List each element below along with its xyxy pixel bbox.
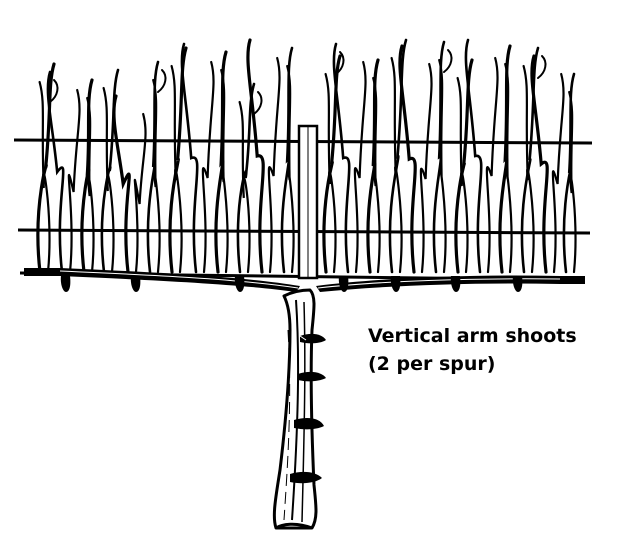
shoot xyxy=(180,42,199,274)
shoot xyxy=(568,90,577,274)
shoot xyxy=(46,70,65,274)
shoot xyxy=(464,38,483,274)
shoot xyxy=(80,78,94,274)
spur xyxy=(234,276,245,292)
shoot xyxy=(38,80,51,274)
cordon-spurs xyxy=(60,276,523,292)
vine-trunk xyxy=(272,288,326,530)
shoot xyxy=(86,96,95,274)
shoot xyxy=(201,60,215,274)
shoot xyxy=(438,58,447,274)
shoot xyxy=(485,56,499,274)
shoot xyxy=(456,76,469,274)
shoot xyxy=(267,56,281,274)
trunk-base xyxy=(275,522,313,530)
shoot xyxy=(520,46,540,274)
shoot xyxy=(551,72,565,274)
shoot-caption: Vertical arm shoots (2 per spur) xyxy=(368,322,630,378)
shoot xyxy=(100,68,120,274)
caption-line-1: Vertical arm shoots xyxy=(368,325,577,347)
shoot xyxy=(112,94,131,274)
shoot xyxy=(398,44,417,274)
tendril xyxy=(537,55,547,79)
trellis-post xyxy=(297,124,319,280)
shoot xyxy=(522,64,535,274)
shoot xyxy=(504,62,513,274)
shoot xyxy=(67,88,81,274)
shoot xyxy=(246,38,265,274)
shoot xyxy=(238,100,251,274)
shoot xyxy=(102,86,115,274)
shoot xyxy=(170,64,183,274)
tendril xyxy=(335,51,345,75)
spur xyxy=(450,276,461,292)
shoot xyxy=(390,56,403,274)
tendril xyxy=(253,91,263,115)
shoot xyxy=(286,64,295,274)
caption-line-2: (2 per spur) xyxy=(368,353,496,375)
spur xyxy=(390,276,401,292)
vertical-arm-shoots xyxy=(36,38,577,274)
shoot xyxy=(353,60,367,274)
tendril xyxy=(157,69,167,93)
shoot xyxy=(152,78,161,274)
tendril xyxy=(443,49,453,73)
spur xyxy=(60,276,71,292)
shoot xyxy=(419,62,433,274)
spur xyxy=(338,276,349,292)
shoot xyxy=(36,62,56,274)
shoot xyxy=(332,42,351,274)
shoot xyxy=(236,82,256,274)
left-cordon-arm xyxy=(24,268,300,292)
shoot xyxy=(530,54,549,274)
shoot xyxy=(322,54,342,274)
tendril xyxy=(49,79,59,103)
shoot xyxy=(324,72,337,274)
shoot xyxy=(220,68,229,274)
shoot xyxy=(372,76,381,274)
spur xyxy=(512,276,523,292)
shoot xyxy=(133,112,147,274)
spur xyxy=(130,276,141,292)
shoot xyxy=(388,38,408,274)
